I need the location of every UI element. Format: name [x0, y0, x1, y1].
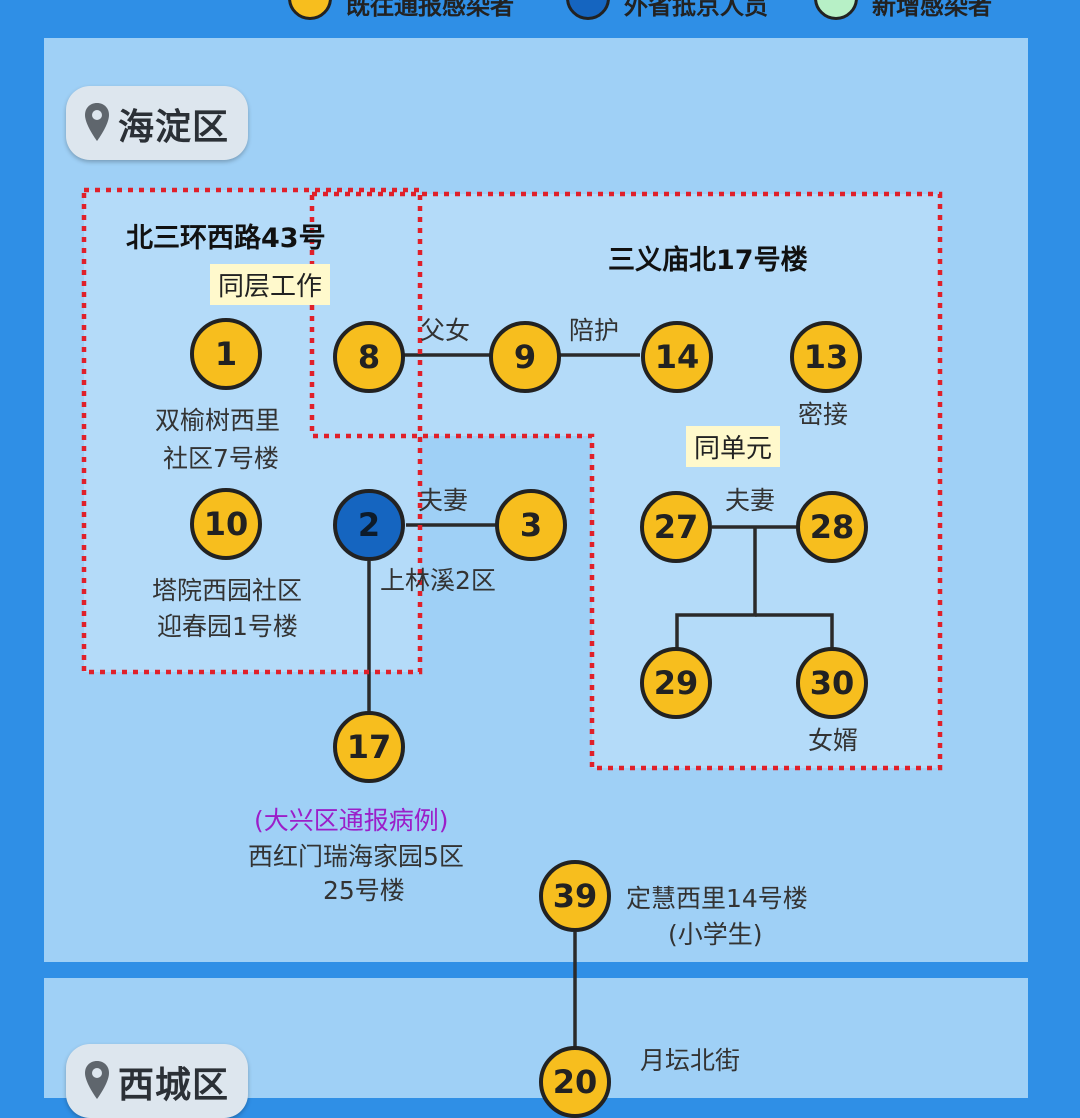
- place-label: 迎春园1号楼: [157, 612, 298, 641]
- case-node-9: 9: [489, 321, 561, 393]
- case-node-2: 2: [333, 489, 405, 561]
- place-label: 西红门瑞海家园5区: [248, 842, 464, 871]
- place-label: 上林溪2区: [380, 566, 496, 595]
- case-node-14: 14: [641, 321, 713, 393]
- case-node-28: 28: [796, 491, 868, 563]
- place-note: (大兴区通报病例): [254, 806, 449, 835]
- border-sanyimiao: [309, 191, 943, 771]
- relation-label: 陪护: [569, 316, 620, 345]
- border-beisanhuan: [81, 187, 423, 675]
- line-couple-to-29: [675, 527, 757, 648]
- case-node-29: 29: [640, 647, 712, 719]
- relation-label: 夫妻: [725, 486, 776, 515]
- location-pin-icon: [85, 1061, 109, 1099]
- highlight-same-floor: 同层工作: [210, 264, 331, 305]
- district-tag-haidian: 海淀区: [66, 86, 248, 160]
- relation-label: 密接: [798, 400, 849, 429]
- case-node-27: 27: [640, 491, 712, 563]
- cluster-bg-sanyimiao: [312, 194, 940, 768]
- group-title-beisanhuan: 北三环西路43号: [126, 223, 326, 254]
- place-label: 定慧西里14号楼: [626, 884, 808, 913]
- case-node-30: 30: [796, 647, 868, 719]
- case-node-10: 10: [190, 488, 262, 560]
- district-name: 西城区: [118, 1065, 230, 1106]
- cluster-borders: [81, 187, 943, 771]
- case-node-3: 3: [495, 489, 567, 561]
- place-label: 塔院西园社区: [152, 576, 303, 605]
- relationship-lines: [367, 353, 834, 1060]
- place-label: (小学生): [668, 920, 763, 949]
- place-label: 社区7号楼: [163, 444, 279, 473]
- place-label: 月坛北街: [640, 1046, 741, 1075]
- case-node-8: 8: [333, 321, 405, 393]
- case-relationship-diagram: 既往通报感染者 外省抵京人员 新增感染者 海淀区: [44, 0, 1028, 1118]
- district-name: 海淀区: [118, 107, 230, 148]
- relation-label: 父女: [420, 316, 471, 345]
- district-tag-xicheng: 西城区: [66, 1044, 248, 1118]
- group-title-sanyimiao: 三义庙北17号楼: [608, 245, 808, 276]
- case-node-1: 1: [190, 318, 262, 390]
- legend-label-existing: 既往通报感染者: [346, 0, 514, 20]
- case-node-17: 17: [333, 711, 405, 783]
- legend-label-new: 新增感染者: [872, 0, 992, 20]
- case-node-13: 13: [790, 321, 862, 393]
- place-label: 25号楼: [323, 876, 405, 905]
- case-node-39: 39: [539, 860, 611, 932]
- legend-label-out-of-province: 外省抵京人员: [624, 0, 768, 20]
- relation-label: 女婿: [808, 726, 859, 755]
- relation-label: 夫妻: [418, 486, 469, 515]
- highlight-same-unit: 同单元: [686, 426, 781, 467]
- line-couple-to-30: [755, 613, 834, 648]
- place-label: 双榆树西里: [155, 406, 281, 435]
- case-node-20: 20: [539, 1046, 611, 1118]
- location-pin-icon: [85, 103, 109, 141]
